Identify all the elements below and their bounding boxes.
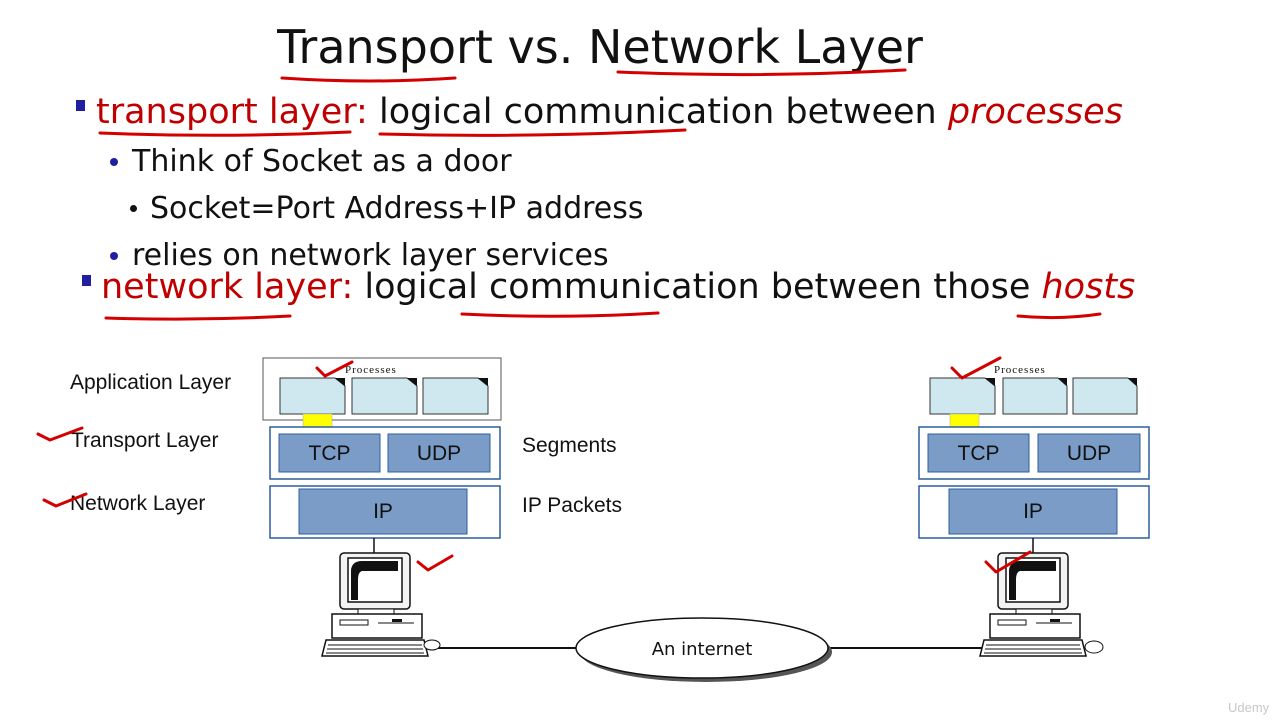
left-network-box xyxy=(269,485,501,539)
right-process-3 xyxy=(1072,377,1138,415)
underline-hosts xyxy=(1016,312,1102,320)
bullet-dot-3 xyxy=(110,252,118,260)
right-ip-label: IP xyxy=(1023,500,1043,523)
internet-label: An internet xyxy=(652,639,753,660)
right-computer-icon xyxy=(979,552,1104,657)
checkmark-processes-right xyxy=(950,356,1002,380)
label-application-layer: Application Layer xyxy=(70,371,232,394)
underline-transport-title xyxy=(280,76,457,83)
checkmark-processes-left xyxy=(315,360,354,378)
checkmark-right-computer xyxy=(984,550,1032,574)
sub-bullet-socket-door: Think of Socket as a door xyxy=(132,144,512,179)
bullet-square-2 xyxy=(82,275,91,286)
left-tcp-label: TCP xyxy=(309,442,351,465)
bullet-square-1 xyxy=(76,100,85,111)
bullet-transport: transport layer: logical communication b… xyxy=(96,92,1123,132)
right-process-1 xyxy=(929,377,996,415)
left-processes-box xyxy=(262,357,502,421)
left-tcp-box xyxy=(278,433,381,473)
network-emphasis: hosts xyxy=(1041,267,1136,307)
network-text: logical communication between those xyxy=(353,267,1042,307)
label-transport-layer: Transport Layer xyxy=(71,429,219,452)
right-ip-box xyxy=(948,488,1118,535)
left-process-3 xyxy=(422,377,489,415)
slide-title: Transport vs. Network Layer xyxy=(0,20,1200,74)
left-socket xyxy=(302,413,333,435)
right-transport-box xyxy=(918,426,1150,480)
right-process-2 xyxy=(1002,377,1068,415)
underline-communication xyxy=(460,311,660,318)
internet-cloud: An internet xyxy=(575,617,832,682)
left-ip-box xyxy=(298,488,468,535)
label-network-layer: Network Layer xyxy=(70,492,206,515)
right-host-stack: Processes TCP UDP IP xyxy=(918,364,1150,555)
network-term: network layer: xyxy=(101,267,354,307)
left-udp-label: UDP xyxy=(417,442,461,465)
left-computer-icon xyxy=(321,552,441,657)
bullet-dot-1 xyxy=(110,158,118,166)
right-udp-box xyxy=(1037,433,1141,473)
left-udp-box xyxy=(387,433,491,473)
underline-transport-layer xyxy=(98,130,352,137)
title-part2: Network Layer xyxy=(587,20,923,74)
sub-bullet-relies: relies on network layer services xyxy=(132,238,609,273)
right-tcp-label: TCP xyxy=(958,442,1000,465)
left-process-1 xyxy=(279,377,346,415)
left-ip-label: IP xyxy=(373,500,393,523)
right-udp-label: UDP xyxy=(1067,442,1111,465)
bullet-network: network layer: logical communication bet… xyxy=(101,267,1135,307)
left-processes-label: Processes xyxy=(345,364,397,376)
right-tcp-box xyxy=(927,433,1030,473)
checkmark-left-computer xyxy=(416,554,454,572)
watermark: Udemy xyxy=(1228,700,1270,715)
right-network-box xyxy=(918,485,1150,539)
transport-term: transport layer: xyxy=(96,92,368,132)
left-transport-box xyxy=(269,426,501,480)
transport-emphasis: processes xyxy=(947,92,1123,132)
label-ip-packets: IP Packets xyxy=(522,494,622,517)
sub-bullet-socket-def: Socket=Port Address+IP address xyxy=(150,191,644,226)
label-segments: Segments xyxy=(522,434,617,457)
bullet-dot-2 xyxy=(130,205,137,212)
transport-text: logical communication between xyxy=(367,92,948,132)
title-part1: Transport vs. xyxy=(277,20,574,74)
left-host-stack: Processes TCP UDP IP xyxy=(262,357,502,555)
underline-network-layer xyxy=(104,314,292,321)
right-processes-label: Processes xyxy=(994,364,1046,376)
right-socket xyxy=(949,413,980,435)
left-process-2 xyxy=(351,377,418,415)
